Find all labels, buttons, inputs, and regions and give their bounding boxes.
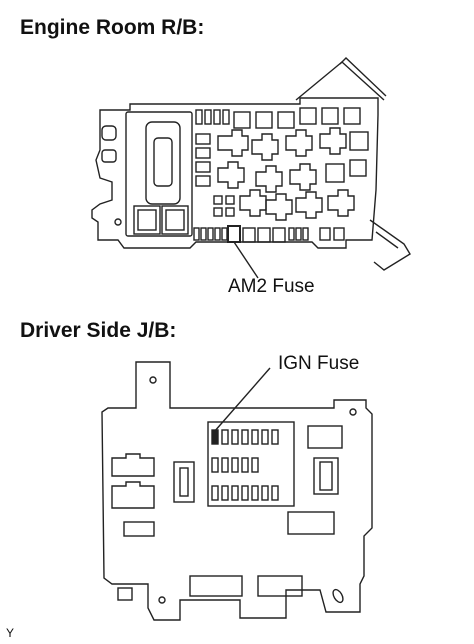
ign-fuse-slot [211, 429, 219, 445]
engine-room-fuse-slots [193, 107, 369, 243]
am2-fuse-slot [227, 225, 241, 243]
ign-fuse-label: IGN Fuse [278, 353, 360, 374]
figure-id: Y [6, 626, 15, 640]
engine-room-relay-block [91, 57, 411, 271]
driver-side-jb-heading: Driver Side J/B: [20, 319, 177, 342]
am2-fuse-label: AM2 Fuse [228, 276, 315, 297]
ign-leader-line [213, 367, 271, 433]
am2-leader-line [233, 241, 259, 279]
driver-side-fuse-slots [207, 421, 295, 507]
engine-room-rb-heading: Engine Room R/B: [20, 16, 205, 39]
driver-side-junction-block [101, 361, 373, 621]
